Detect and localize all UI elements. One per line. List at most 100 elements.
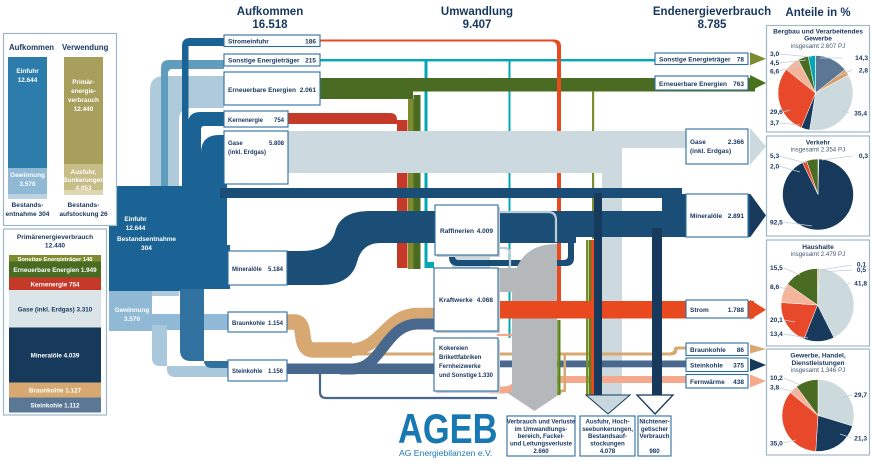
svg-text:Anteile in %: Anteile in % bbox=[785, 7, 850, 19]
svg-text:und Leitungsverluste: und Leitungsverluste bbox=[510, 440, 573, 447]
svg-text:78: 78 bbox=[737, 57, 745, 64]
svg-text:3,8: 3,8 bbox=[770, 385, 779, 392]
svg-text:getischer: getischer bbox=[641, 426, 669, 433]
svg-text:Braunkohle: Braunkohle bbox=[690, 347, 726, 354]
svg-text:Gewerbe: Gewerbe bbox=[804, 36, 832, 43]
svg-text:15,5: 15,5 bbox=[770, 265, 783, 272]
svg-text:Erneuerbare Energien 1.949: Erneuerbare Energien 1.949 bbox=[13, 267, 97, 274]
svg-text:Mineralöle: Mineralöle bbox=[232, 267, 262, 273]
svg-text:stockungen: stockungen bbox=[590, 440, 625, 447]
svg-text:1.154: 1.154 bbox=[268, 321, 284, 327]
svg-text:Steinkohle 1.112: Steinkohle 1.112 bbox=[30, 403, 79, 410]
svg-text:Stromeinfuhr: Stromeinfuhr bbox=[228, 39, 269, 46]
svg-text:und Sonstige: und Sonstige bbox=[439, 373, 478, 379]
svg-text:Primär-: Primär- bbox=[72, 79, 94, 86]
svg-text:insgesamt 1.346 PJ: insgesamt 1.346 PJ bbox=[791, 367, 845, 374]
svg-text:4.078: 4.078 bbox=[600, 448, 616, 455]
svg-text:20,1: 20,1 bbox=[770, 317, 783, 324]
svg-text:12.440: 12.440 bbox=[45, 243, 66, 250]
svg-text:6,6: 6,6 bbox=[770, 69, 779, 76]
svg-text:2,8: 2,8 bbox=[859, 68, 868, 75]
svg-text:Kernenergie: Kernenergie bbox=[228, 118, 264, 124]
svg-text:3.570: 3.570 bbox=[124, 316, 140, 323]
svg-text:Bestandsauf-: Bestandsauf- bbox=[588, 433, 627, 440]
svg-text:5.184: 5.184 bbox=[268, 267, 284, 273]
svg-text:4.009: 4.009 bbox=[477, 228, 494, 235]
svg-text:86: 86 bbox=[737, 347, 745, 354]
svg-text:1.156: 1.156 bbox=[268, 369, 284, 375]
svg-text:1.330: 1.330 bbox=[478, 373, 494, 379]
svg-text:10,2: 10,2 bbox=[770, 375, 783, 382]
svg-text:12.644: 12.644 bbox=[18, 77, 38, 84]
svg-text:5,3: 5,3 bbox=[770, 153, 779, 160]
svg-text:Bestandsentnahme: Bestandsentnahme bbox=[117, 236, 176, 243]
svg-text:Ausfuhr, Hoch-: Ausfuhr, Hoch- bbox=[585, 419, 629, 426]
svg-text:AGEB: AGEB bbox=[398, 406, 497, 453]
svg-text:Steinkohle: Steinkohle bbox=[232, 369, 263, 375]
svg-text:Gewerbe, Handel,: Gewerbe, Handel, bbox=[790, 353, 846, 360]
svg-text:438: 438 bbox=[733, 379, 744, 386]
svg-text:Strom: Strom bbox=[690, 307, 709, 314]
svg-text:92,5: 92,5 bbox=[770, 220, 783, 227]
svg-text:Mineralöle 4.039: Mineralöle 4.039 bbox=[31, 353, 80, 360]
svg-text:(inkl. Erdgas): (inkl. Erdgas) bbox=[228, 150, 266, 156]
svg-text:Einfuhr: Einfuhr bbox=[124, 216, 147, 223]
svg-text:35,0: 35,0 bbox=[770, 441, 783, 448]
svg-text:2.061: 2.061 bbox=[300, 87, 317, 94]
svg-text:insgesamt 2.354 PJ: insgesamt 2.354 PJ bbox=[791, 146, 845, 153]
svg-text:2,0: 2,0 bbox=[770, 164, 779, 171]
svg-text:Primärenergieverbrauch: Primärenergieverbrauch bbox=[17, 234, 93, 241]
svg-text:Bergbau und Verarbeitendes: Bergbau und Verarbeitendes bbox=[773, 29, 863, 36]
svg-text:35,4: 35,4 bbox=[854, 111, 867, 118]
svg-text:2.891: 2.891 bbox=[728, 213, 745, 220]
svg-text:Fernheizwerke: Fernheizwerke bbox=[439, 364, 481, 370]
svg-text:375: 375 bbox=[733, 363, 744, 370]
svg-text:304: 304 bbox=[141, 245, 152, 252]
svg-text:energie-: energie- bbox=[71, 88, 96, 95]
svg-text:Verbrauch und Verluste: Verbrauch und Verluste bbox=[507, 419, 576, 426]
svg-text:Sonstige Energieträger 148: Sonstige Energieträger 148 bbox=[17, 257, 93, 263]
svg-text:13,4: 13,4 bbox=[770, 331, 783, 338]
svg-text:9.407: 9.407 bbox=[463, 19, 492, 31]
svg-text:Gase: Gase bbox=[228, 141, 243, 147]
svg-text:Gewinnung: Gewinnung bbox=[10, 172, 45, 179]
svg-text:3,0: 3,0 bbox=[770, 51, 779, 58]
svg-text:763: 763 bbox=[733, 81, 744, 88]
svg-text:Nichtener-: Nichtener- bbox=[639, 419, 669, 426]
svg-text:Verbrauch: Verbrauch bbox=[639, 433, 669, 440]
svg-text:3,7: 3,7 bbox=[770, 120, 779, 127]
svg-text:bereich, Fackel-: bereich, Fackel- bbox=[518, 433, 564, 440]
svg-text:Kokereien: Kokereien bbox=[439, 346, 468, 352]
svg-text:Aufkommen: Aufkommen bbox=[9, 43, 54, 52]
svg-text:3.570: 3.570 bbox=[20, 181, 36, 188]
svg-text:980: 980 bbox=[649, 448, 660, 455]
svg-text:0,3: 0,3 bbox=[859, 153, 868, 160]
svg-text:Dienstleistungen: Dienstleistungen bbox=[791, 360, 844, 367]
svg-text:5.808: 5.808 bbox=[269, 141, 285, 147]
svg-text:Brikettfabriken: Brikettfabriken bbox=[439, 355, 482, 361]
svg-text:Braunkohle: Braunkohle bbox=[232, 321, 266, 327]
svg-text:1.788: 1.788 bbox=[728, 307, 745, 314]
svg-text:Mineralöle: Mineralöle bbox=[690, 213, 723, 220]
svg-text:Haushalte: Haushalte bbox=[802, 244, 834, 251]
svg-text:Umwandlung: Umwandlung bbox=[441, 6, 513, 18]
svg-text:Gewinnung: Gewinnung bbox=[115, 307, 150, 314]
svg-text:2.366: 2.366 bbox=[728, 139, 745, 146]
svg-text:12.440: 12.440 bbox=[74, 106, 94, 113]
svg-text:21,3: 21,3 bbox=[854, 436, 867, 443]
svg-text:verbrauch: verbrauch bbox=[68, 97, 99, 104]
svg-text:Steinkohle: Steinkohle bbox=[690, 363, 723, 370]
svg-text:0,5: 0,5 bbox=[857, 267, 866, 274]
svg-text:(inkl. Erdgas): (inkl. Erdgas) bbox=[690, 148, 731, 155]
svg-text:186: 186 bbox=[305, 39, 316, 46]
svg-text:14,3: 14,3 bbox=[855, 55, 868, 62]
svg-text:29,7: 29,7 bbox=[854, 392, 867, 399]
svg-text:aufstockung 26: aufstockung 26 bbox=[59, 211, 108, 218]
svg-text:insgesamt 2.607 PJ: insgesamt 2.607 PJ bbox=[791, 43, 845, 50]
svg-text:Erneuerbare Energien: Erneuerbare Energien bbox=[659, 81, 727, 88]
svg-text:754: 754 bbox=[274, 118, 285, 124]
svg-text:seebunkerungen,: seebunkerungen, bbox=[582, 426, 633, 433]
svg-text:Verkehr: Verkehr bbox=[806, 139, 831, 146]
svg-text:Kernenergie 754: Kernenergie 754 bbox=[30, 281, 79, 288]
svg-text:4.053: 4.053 bbox=[76, 185, 92, 192]
